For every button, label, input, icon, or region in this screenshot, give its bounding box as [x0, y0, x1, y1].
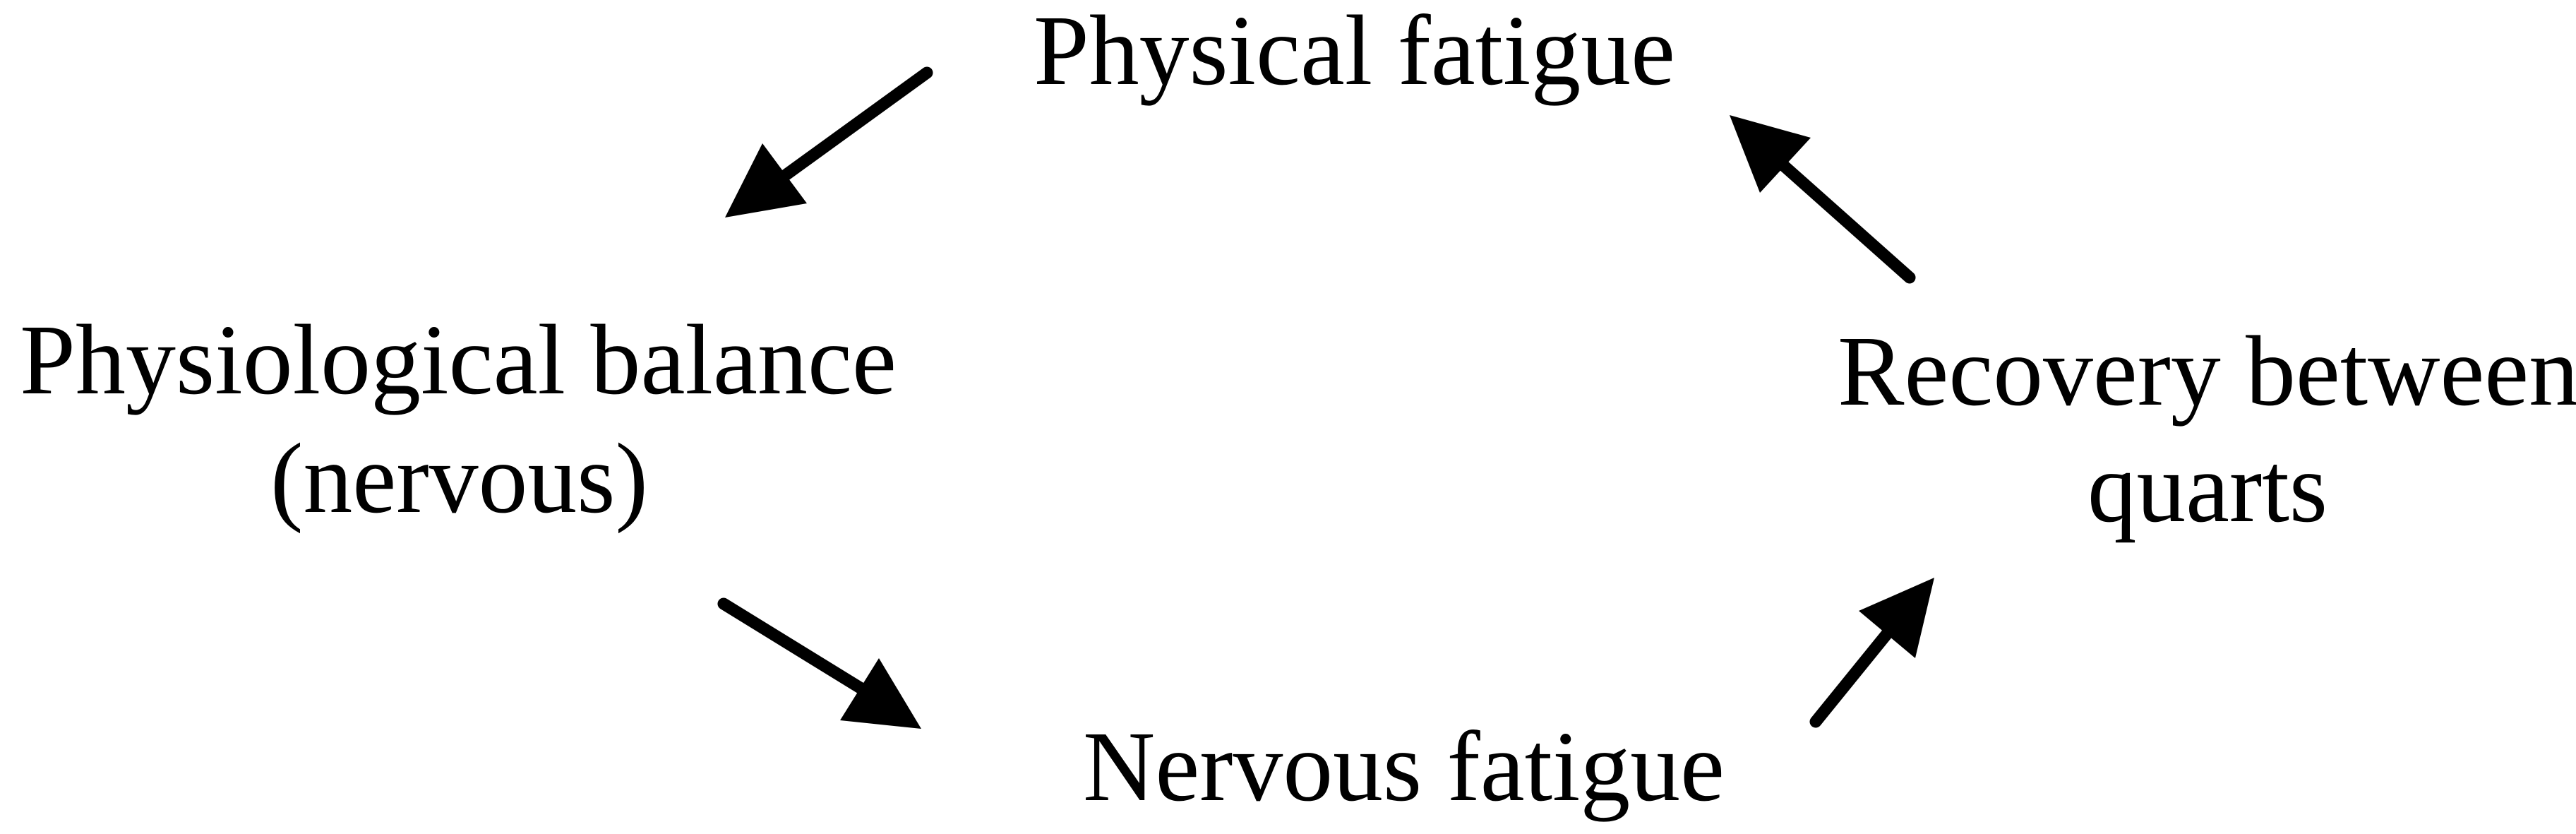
node-label-nervous-fatigue: Nervous fatigue [1083, 710, 1725, 822]
arrow-down-left-icon [725, 66, 933, 218]
node-recovery-between-quarts: Recovery between quarts [1838, 315, 2576, 543]
node-nervous-fatigue: Nervous fatigue [1083, 710, 1725, 822]
arrow-down-right-icon [717, 597, 921, 729]
arrow-up-left-icon [1730, 115, 1916, 284]
arrow-up-right-icon [1809, 578, 1934, 728]
node-label-recovery-line1: Recovery between [1838, 315, 2576, 427]
node-label-recovery-line2: quarts [2087, 431, 2328, 543]
node-label-physiological-balance-line2: (nervous) [270, 422, 648, 534]
node-label-physiological-balance-line1: Physiological balance [20, 304, 897, 415]
node-label-physical-fatigue: Physical fatigue [1034, 0, 1675, 106]
node-physiological-balance: Physiological balance (nervous) [20, 304, 897, 534]
node-physical-fatigue: Physical fatigue [1034, 0, 1675, 106]
